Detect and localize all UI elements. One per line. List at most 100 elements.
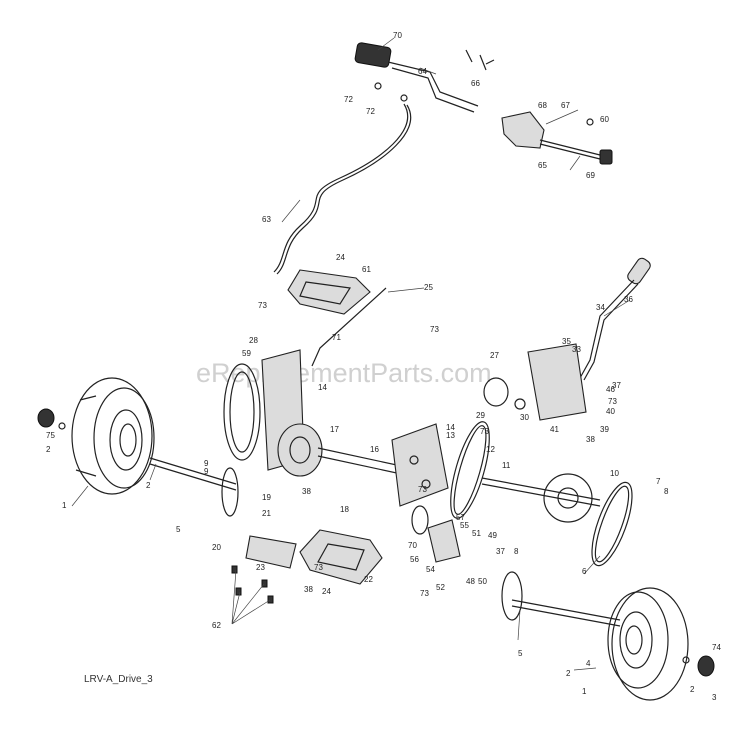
leader-lines (71, 37, 631, 671)
top-bolts (374, 49, 495, 102)
callout: 40 (606, 407, 615, 416)
left-axle (149, 457, 237, 485)
callout: 2 (690, 685, 695, 694)
callout: 13 (446, 431, 455, 440)
callout: 70 (408, 541, 417, 550)
callout: 5 (176, 525, 181, 534)
callout: 22 (364, 575, 373, 584)
callout: 75 (46, 431, 55, 440)
callout-labels: 70 64 66 72 72 67 68 60 65 69 63 24 61 2… (46, 31, 721, 702)
watermark: eReplacementParts.com (196, 358, 492, 388)
control-cable (273, 103, 412, 275)
callout: 1 (62, 501, 67, 510)
lower-center-parts (411, 505, 461, 563)
pivot-bracket (501, 111, 613, 165)
callout: 14 (446, 423, 455, 432)
callout: 63 (262, 215, 271, 224)
callout: 14 (318, 383, 327, 392)
callout: 60 (600, 115, 609, 124)
right-belt (591, 481, 633, 567)
callout: 20 (212, 543, 221, 552)
callout: 72 (366, 107, 375, 116)
callout: 1 (582, 687, 587, 696)
callout: 10 (610, 469, 619, 478)
callout: 73 (418, 485, 427, 494)
callout: 69 (586, 171, 595, 180)
callout: 70 (393, 31, 402, 40)
callout: 16 (370, 445, 379, 454)
callout: 73 (258, 301, 267, 310)
callout: 64 (418, 67, 427, 76)
callout: 12 (486, 445, 495, 454)
right-drive-shaft (481, 477, 601, 501)
callout: 9 (204, 459, 209, 468)
callout: 24 (322, 587, 331, 596)
callout: 38 (302, 487, 311, 496)
callout: 2 (146, 481, 151, 490)
callout: 54 (426, 565, 435, 574)
callout: 37 (612, 381, 621, 390)
callout: 8 (514, 547, 519, 556)
callout: 27 (490, 351, 499, 360)
callout: 38 (586, 435, 595, 444)
callout: 4 (586, 659, 591, 668)
callout: 11 (502, 461, 511, 470)
callout: 59 (242, 349, 251, 358)
callout: 24 (336, 253, 345, 262)
callout: 17 (330, 425, 339, 434)
callout: 35 (562, 337, 571, 346)
callout: 18 (340, 505, 349, 514)
upper-cross-bracket (287, 269, 371, 315)
callout: 48 (466, 577, 475, 586)
callout: 73 (608, 397, 617, 406)
callout: 21 (262, 509, 271, 518)
callout: 55 (460, 521, 469, 530)
center-belt (450, 421, 490, 519)
callout: 37 (496, 547, 505, 556)
callout: 19 (262, 493, 271, 502)
callout: 67 (561, 101, 570, 110)
callout: 73 (480, 427, 489, 436)
callout: 62 (212, 621, 221, 630)
callout: 74 (712, 643, 721, 652)
callout: 9 (204, 467, 209, 476)
right-axle (511, 599, 621, 621)
callout: 38 (304, 585, 313, 594)
callout: 29 (476, 411, 485, 420)
callout: 57 (456, 513, 465, 522)
callout: 6 (582, 567, 587, 576)
callout: 72 (344, 95, 353, 104)
callout: 30 (520, 413, 529, 422)
left-hub-cap (37, 408, 55, 428)
callout: 2 (46, 445, 51, 454)
callout: 73 (420, 589, 429, 598)
callout: 52 (436, 583, 445, 592)
callout: 56 (410, 555, 419, 564)
callout: 5 (518, 649, 523, 658)
callout: 73 (314, 563, 323, 572)
callout: 49 (488, 531, 497, 540)
right-hub-cap (697, 655, 715, 677)
callout: 68 (538, 101, 547, 110)
callout: 61 (362, 265, 371, 274)
callout: 73 (430, 325, 439, 334)
callout: 71 (332, 333, 341, 342)
left-wheel (71, 377, 155, 495)
callout: 2 (566, 669, 571, 678)
control-rod (311, 287, 387, 367)
callout: 65 (538, 161, 547, 170)
lower-bracket (245, 529, 383, 585)
callout: 51 (472, 529, 481, 538)
callout: 33 (572, 345, 581, 354)
callout: 66 (471, 79, 480, 88)
shift-lever (579, 257, 651, 381)
callout: 41 (550, 425, 559, 434)
callout: 25 (424, 283, 433, 292)
fastener-group (231, 565, 274, 625)
right-transmission (483, 343, 587, 421)
left-drive-housing (223, 349, 421, 479)
right-wheel (607, 587, 689, 701)
callout: 39 (600, 425, 609, 434)
callout: 3 (712, 693, 717, 702)
